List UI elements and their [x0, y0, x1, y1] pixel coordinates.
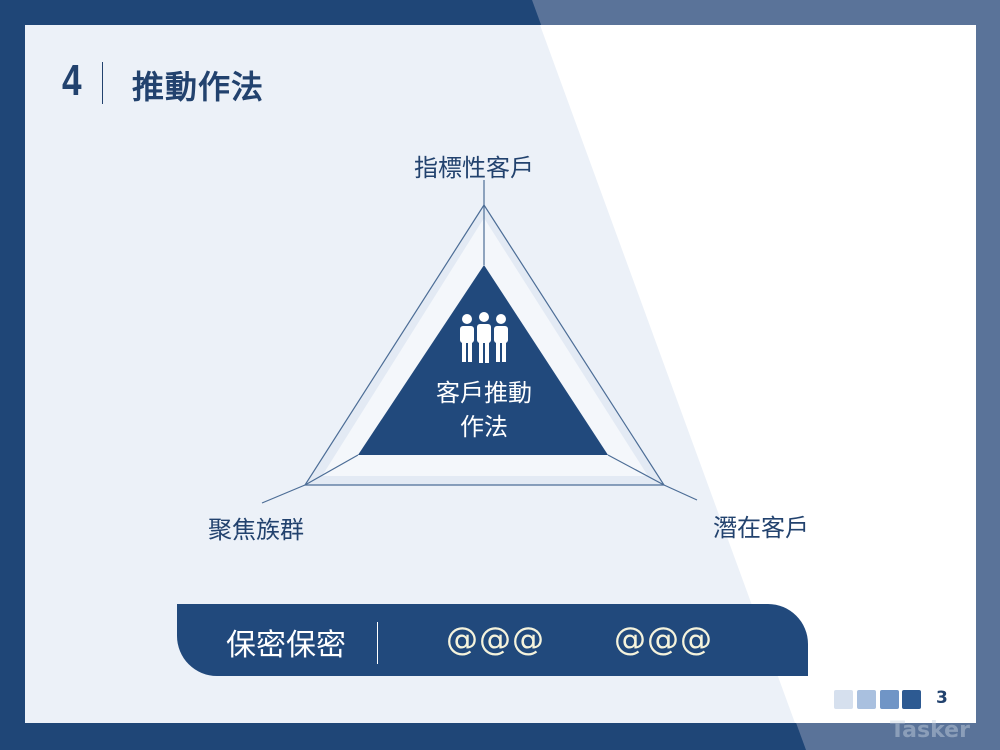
footer-value-2: @@@ [614, 620, 713, 658]
people-group-icon [460, 312, 508, 363]
footer-value-1: @@@ [446, 620, 545, 658]
page-indicator-square-1 [834, 690, 853, 709]
center-line-1: 客戶推動 [436, 379, 532, 407]
footer-bar-divider [377, 622, 378, 664]
page-indicator-square-4 [902, 690, 921, 709]
page-indicator-square-3 [880, 690, 899, 709]
top-label: 指標性客戶 [414, 154, 534, 182]
page-indicator-square-2 [857, 690, 876, 709]
left-leader-line [261, 484, 306, 504]
title-divider [102, 62, 103, 104]
left-label: 聚焦族群 [208, 516, 304, 544]
right-leader-line [663, 484, 698, 501]
footer-bar-label: 保密保密 [226, 628, 346, 663]
page-title: 推動作法 [132, 68, 265, 106]
right-label: 潛在客戶 [713, 514, 809, 542]
watermark: Tasker [890, 718, 970, 743]
footer-bar [177, 604, 808, 676]
section-number: 4 [62, 56, 82, 105]
center-line-2: 作法 [460, 413, 508, 441]
page-number: 3 [936, 688, 948, 708]
center-text: 客戶推動 作法 [404, 376, 564, 444]
